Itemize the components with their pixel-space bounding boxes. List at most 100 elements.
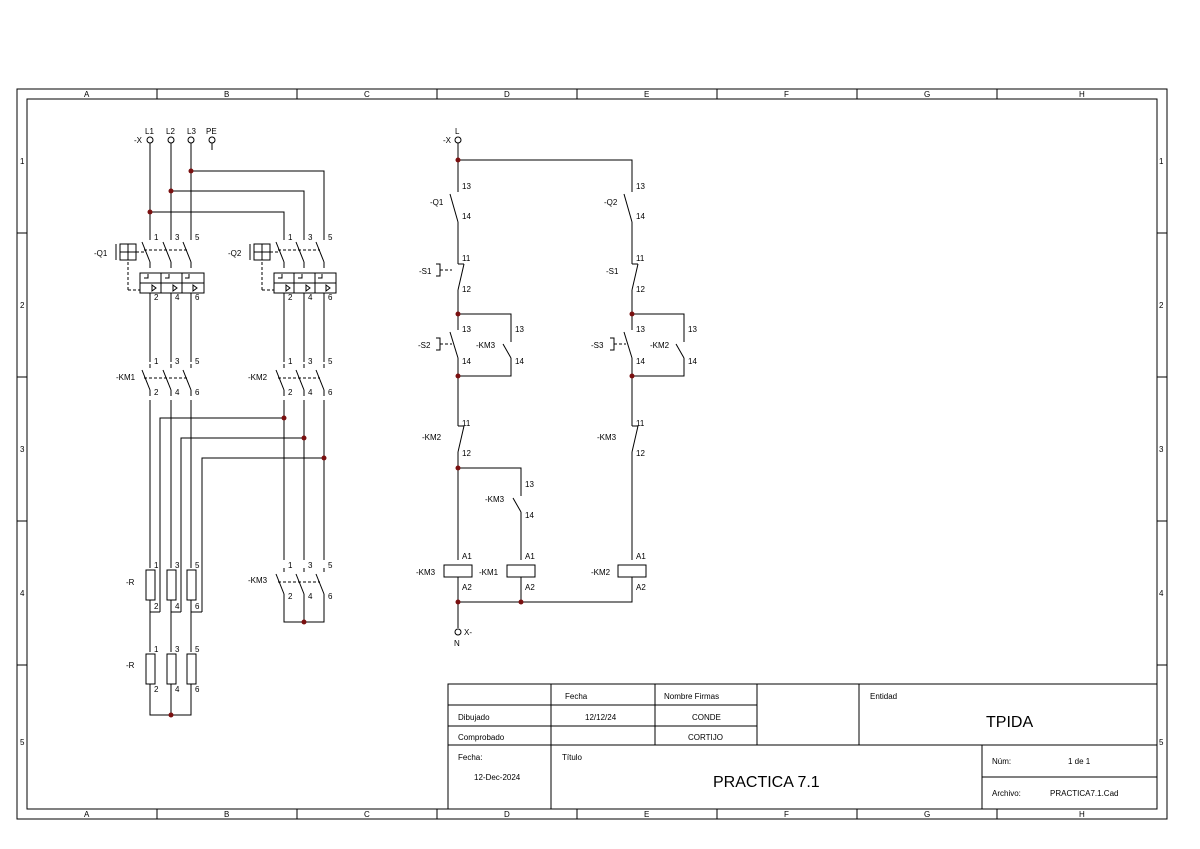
terminal-L1-label: L1 <box>145 127 154 136</box>
q2-pole-pin-in: 1 <box>288 233 293 242</box>
control-terminal-top-ref: -X <box>443 136 452 145</box>
control-km2-hold-label: -KM2 <box>650 341 670 350</box>
coil-km2-label: -KM2 <box>591 568 611 577</box>
coil-km2-a1: A1 <box>636 552 646 561</box>
ctrl-s3-pin-bot: 14 <box>636 357 645 366</box>
control-q2-label: -Q2 <box>604 198 618 207</box>
terminal-L3 <box>187 136 195 144</box>
km3-pole-pin-in: 1 <box>288 561 293 570</box>
km2-pole-blade <box>315 369 325 391</box>
km1-pole-pin-out: 6 <box>195 388 200 397</box>
ctrl-km3-hold-pin-bot: 14 <box>515 357 524 366</box>
ctrl-s3-blade <box>623 331 633 359</box>
overload-element <box>165 274 170 279</box>
km2-pole-pin-out: 6 <box>328 388 333 397</box>
frame-col-label-top: A <box>84 90 90 99</box>
km1-pole-pin-out: 4 <box>175 388 180 397</box>
ctrl-s1-left-blade <box>457 263 465 291</box>
q2-pole-blade <box>275 241 285 263</box>
title-block <box>447 683 1158 810</box>
frame-row-label-right: 5 <box>1159 738 1164 747</box>
overload-element <box>325 284 331 292</box>
frame-row-label-right: 3 <box>1159 445 1164 454</box>
r-upper-pin-out: 6 <box>195 602 200 611</box>
ctrl-km3-timer-pin-top: 13 <box>525 480 534 489</box>
coil-km3-a1: A1 <box>462 552 472 561</box>
frame-row-label-right: 4 <box>1159 589 1164 598</box>
ctrl-km3-inter-pin-bot: 12 <box>636 449 645 458</box>
q1-pole-pin-out: 2 <box>154 293 159 302</box>
ctrl-km2-hold-pin-top: 13 <box>688 325 697 334</box>
coil-km1-label: -KM1 <box>479 568 499 577</box>
terminal-L3-label: L3 <box>187 127 196 136</box>
q1-pole-pin-in: 5 <box>195 233 200 242</box>
overload-element <box>278 274 283 279</box>
frame-col-label-top: H <box>1079 90 1085 99</box>
tb-titulo-label: Título <box>562 753 583 762</box>
overload-element <box>151 284 157 292</box>
ctrl-km3-timer-pin-bot: 14 <box>525 511 534 520</box>
frame-col-label-bottom: D <box>504 810 510 819</box>
control-pin-numbers: 1314131411121112131413141314131411121112… <box>462 182 697 592</box>
control-km3-hold-label: -KM3 <box>476 341 496 350</box>
frame-row-label-left: 2 <box>20 301 25 310</box>
outer-frame <box>16 88 1168 820</box>
km2-pole-pin-in: 3 <box>308 357 313 366</box>
overload-element <box>185 274 190 279</box>
overload-element <box>298 274 303 279</box>
km3-pole-pin-in: 5 <box>328 561 333 570</box>
q1-pole-blade <box>162 241 172 263</box>
ctrl-km3-timer-blade <box>512 497 522 513</box>
control-q1-label: -Q1 <box>430 198 444 207</box>
ctrl-s1-right-blade <box>631 263 639 291</box>
km1-pole-blade <box>141 369 151 391</box>
km3-pole-pin-in: 3 <box>308 561 313 570</box>
km1-pole-blade <box>182 369 192 391</box>
ctrl-s1-left-pin-bot: 12 <box>462 285 471 294</box>
power-q1-label: -Q1 <box>94 249 108 258</box>
tb-num-label: Núm: <box>992 757 1011 766</box>
frame-col-label-top: F <box>784 90 789 99</box>
coil-km3-a2: A2 <box>462 583 472 592</box>
coil-km1 <box>506 564 536 578</box>
q2-pole-pin-out: 6 <box>328 293 333 302</box>
overload-element <box>192 284 198 292</box>
terminal-L2-label: L2 <box>166 127 175 136</box>
km1-pole-pin-in: 1 <box>154 357 159 366</box>
overload-element <box>285 284 291 292</box>
control-km3-inter-label: -KM3 <box>597 433 617 442</box>
control-km2-inter-label: -KM2 <box>422 433 442 442</box>
tb-dibujado-label: Dibujado <box>458 713 490 722</box>
r-lower-pin-out: 2 <box>154 685 159 694</box>
frame-col-label-bottom: H <box>1079 810 1085 819</box>
control-s1-left-label: -S1 <box>419 267 432 276</box>
control-switch-contacts <box>449 186 685 513</box>
q1-pole-blade <box>141 241 151 263</box>
control-terminal-bottom-ref: X- <box>464 628 472 637</box>
ctrl-km3-hold-pin-top: 13 <box>515 325 524 334</box>
power-pin-numbers: 1234561234561234561234561234561212343456… <box>154 233 333 694</box>
coil-km1-a2: A2 <box>525 583 535 592</box>
q1-pole-pin-in: 3 <box>175 233 180 242</box>
ctrl-s1-left-pin-top: 11 <box>462 254 471 263</box>
control-terminal-top-label: L <box>455 127 460 136</box>
frame-row-label-left: 3 <box>20 445 25 454</box>
control-terminal-bottom-label: N <box>454 639 460 648</box>
ctrl-q1-blade <box>449 193 459 223</box>
terminal-PE-label: PE <box>206 127 217 136</box>
ctrl-q2-blade <box>623 193 633 223</box>
ctrl-s2-blade <box>449 331 459 359</box>
tb-fecha-value: 12-Dec-2024 <box>474 773 521 782</box>
overload-element <box>318 274 323 279</box>
r-lower-pin-out: 4 <box>175 685 180 694</box>
tb-archivo-value: PRACTICA7.1.Cad <box>1050 789 1118 798</box>
terminal-L1 <box>146 136 154 144</box>
frame-col-label-top: E <box>644 90 649 99</box>
inner-frame <box>26 98 1158 810</box>
power-circuit: -X L1 L2 L3 PE -Q1 -Q2 <box>94 127 337 716</box>
tb-fecha-header: Fecha <box>565 692 588 701</box>
terminal-PE <box>208 136 216 144</box>
ctrl-km2-inter-pin-bot: 12 <box>462 449 471 458</box>
